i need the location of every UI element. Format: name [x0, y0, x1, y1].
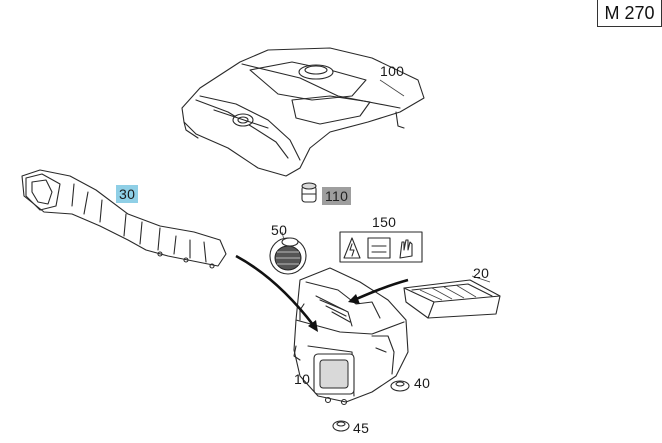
part-label-50[interactable]: 50 [271, 222, 288, 238]
grommet-icon[interactable] [301, 182, 317, 203]
rubber-mount-icon[interactable] [332, 420, 350, 432]
part-label-110[interactable]: 110 [322, 187, 352, 205]
rubber-mount-icon[interactable] [390, 380, 410, 392]
warning-label-icon[interactable] [339, 231, 423, 263]
model-code-box: M 270 [597, 0, 662, 27]
assembly-arrow [235, 254, 318, 332]
engine-cover-icon[interactable] [181, 47, 425, 177]
air-intake-duct-icon[interactable] [21, 169, 227, 269]
air-filter-element-icon[interactable] [403, 279, 501, 319]
part-label-30[interactable]: 30 [116, 185, 139, 203]
mass-airflow-sensor-icon[interactable] [269, 237, 307, 275]
part-label-20[interactable]: 20 [473, 265, 490, 281]
part-label-150[interactable]: 150 [372, 214, 397, 230]
part-label-10[interactable]: 10 [294, 371, 311, 387]
part-label-45[interactable]: 45 [353, 420, 370, 436]
assembly-arrow [348, 278, 409, 304]
air-filter-housing-icon[interactable] [293, 267, 409, 406]
part-label-40[interactable]: 40 [414, 375, 431, 391]
part-label-100[interactable]: 100 [380, 63, 405, 79]
